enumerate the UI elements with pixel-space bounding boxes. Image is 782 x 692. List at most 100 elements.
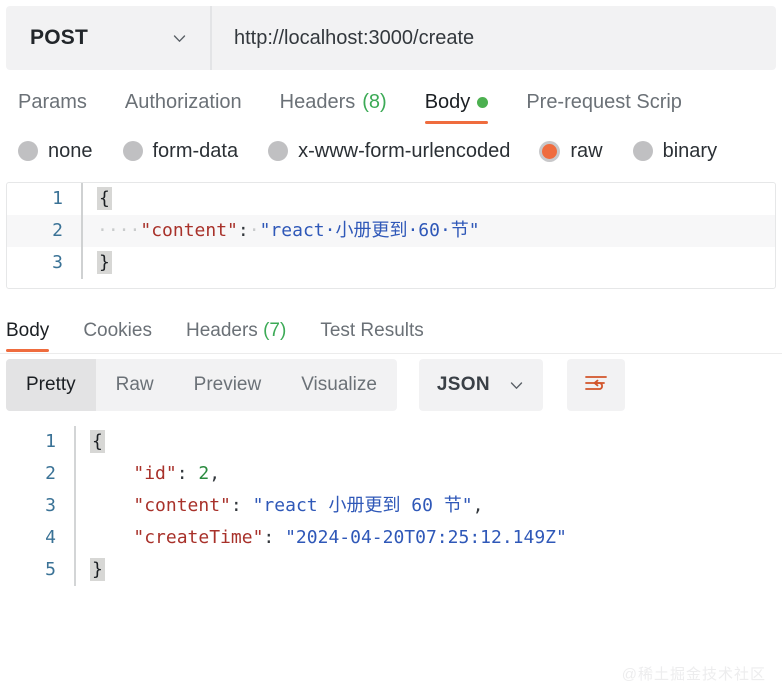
radio-x-www-form-urlencoded[interactable]: x-www-form-urlencoded (268, 140, 510, 163)
code-line: 3} (7, 247, 775, 279)
indent-guide (74, 426, 90, 458)
response-format-label: JSON (436, 374, 490, 395)
url-input[interactable]: http://localhost:3000/create (234, 26, 475, 49)
tab-body-label: Body (424, 91, 471, 113)
http-method-select[interactable]: POST (6, 6, 212, 70)
code-line-text: } (90, 554, 105, 586)
tab-params[interactable]: Params (18, 91, 87, 126)
radio-x-www-form-urlencoded-label: x-www-form-urlencoded (298, 139, 511, 162)
radio-none-label: none (48, 139, 93, 162)
line-number: 3 (52, 252, 63, 273)
indent-guide (74, 458, 90, 490)
response-tab-headers-count: (7) (263, 320, 287, 341)
token-dot: · (248, 220, 260, 241)
green-dot-icon (477, 97, 489, 108)
code-line-text: "content": "react 小册更到 60 节", (90, 490, 483, 522)
watermark: @稀土掘金技术社区 (621, 666, 766, 683)
response-tab-test-results[interactable]: Test Results (320, 320, 423, 353)
radio-binary-dot (632, 141, 653, 161)
indent-guide (74, 522, 90, 554)
response-view-mode-group: Pretty Raw Preview Visualize (6, 359, 397, 411)
code-line-text: "createTime": "2024-04-20T07:25:12.149Z" (90, 522, 567, 554)
token-str: "react·小册更到·60·节" (259, 220, 480, 241)
radio-x-www-form-urlencoded-dot (268, 141, 289, 161)
body-type-radio-group: none form-data x-www-form-urlencoded raw… (0, 126, 782, 176)
response-tab-test-results-label: Test Results (320, 320, 424, 341)
token-str: "2024-04-20T07:25:12.149Z" (285, 527, 567, 548)
code-line: 5} (0, 554, 782, 586)
tab-headers-label: Headers (279, 91, 356, 113)
tab-authorization-label: Authorization (124, 91, 242, 113)
indent-guide (81, 247, 97, 279)
line-number: 1 (45, 431, 56, 452)
line-number: 5 (45, 559, 56, 580)
code-line-text: "id": 2, (90, 458, 220, 490)
token-str: "react 小册更到 60 节" (252, 495, 473, 516)
tab-authorization[interactable]: Authorization (125, 91, 242, 126)
token-punc: : (237, 220, 249, 241)
radio-form-data[interactable]: form-data (122, 139, 239, 163)
token-key: "content" (133, 495, 231, 516)
response-tab-body[interactable]: Body (6, 320, 50, 353)
tab-pre-request-script[interactable]: Pre-request Scrip (526, 91, 682, 126)
tab-headers[interactable]: Headers (8) (280, 91, 387, 126)
code-line-text: ····"content":·"react·小册更到·60·节" (97, 215, 480, 247)
line-number: 3 (45, 495, 56, 516)
token-brace: } (97, 251, 112, 274)
request-body-code[interactable]: 1{2····"content":·"react·小册更到·60·节"3} (7, 183, 775, 279)
wrap-text-button[interactable] (566, 359, 625, 411)
response-tab-headers-label: Headers (185, 320, 258, 341)
radio-raw-dot (542, 143, 558, 159)
code-line: 2 "id": 2, (0, 458, 782, 490)
response-toolbar: Pretty Raw Preview Visualize JSON (0, 354, 782, 416)
indent-guide (74, 490, 90, 522)
token-punc: : (263, 527, 286, 548)
radio-none[interactable]: none (18, 140, 93, 163)
code-line: 1{ (0, 426, 782, 458)
radio-form-data-label: form-data (152, 139, 239, 162)
response-body-viewer[interactable]: 1{2 "id": 2,3 "content": "react 小册更到 60 … (0, 416, 782, 586)
view-mode-pretty[interactable]: Pretty (6, 359, 96, 411)
response-tab-cookies[interactable]: Cookies (83, 320, 152, 353)
view-mode-visualize-label: Visualize (301, 374, 377, 395)
tab-body[interactable]: Body (424, 91, 489, 126)
indent-guide (81, 215, 97, 247)
token-key: "content" (140, 220, 238, 241)
code-line: 1{ (7, 183, 775, 215)
indent-guide (74, 554, 90, 586)
view-mode-raw[interactable]: Raw (96, 359, 174, 411)
view-mode-pretty-label: Pretty (26, 374, 76, 395)
response-tabs: Body Cookies Headers (7) Test Results (0, 299, 782, 354)
code-line-text: } (97, 247, 112, 279)
radio-form-data-dot (122, 141, 143, 161)
token-dot: ···· (97, 220, 141, 241)
request-body-editor[interactable]: 1{2····"content":·"react·小册更到·60·节"3} (6, 182, 776, 289)
tab-pre-request-script-label: Pre-request Scrip (526, 91, 682, 113)
line-number: 4 (45, 527, 56, 548)
view-mode-visualize[interactable]: Visualize (281, 359, 397, 411)
code-line: 2 ····"content":·"react·小册更到·60·节" (7, 215, 775, 247)
token-punc: : (230, 495, 253, 516)
response-tab-headers[interactable]: Headers (7) (186, 320, 286, 353)
token-punc: : (176, 463, 199, 484)
indent-guide (81, 183, 97, 215)
token-num: 2 (198, 463, 210, 484)
line-number: 1 (52, 188, 63, 209)
token-key: "createTime" (133, 527, 264, 548)
token-brace: } (90, 558, 105, 581)
response-format-select[interactable]: JSON (418, 359, 543, 411)
wrap-text-icon (583, 372, 609, 399)
radio-none-dot (18, 141, 38, 161)
token-punc (90, 527, 133, 548)
code-line-text: { (90, 426, 105, 458)
token-punc (90, 463, 133, 484)
radio-raw-label: raw (570, 139, 603, 162)
line-number: 2 (52, 220, 63, 241)
response-body-code[interactable]: 1{2 "id": 2,3 "content": "react 小册更到 60 … (0, 426, 782, 586)
token-key: "id" (133, 463, 177, 484)
radio-binary[interactable]: binary (632, 140, 717, 163)
radio-raw[interactable]: raw (540, 139, 603, 163)
view-mode-preview[interactable]: Preview (174, 359, 282, 411)
request-tabs: Params Authorization Headers (8) Body Pr… (0, 70, 782, 126)
tab-params-label: Params (18, 91, 87, 113)
